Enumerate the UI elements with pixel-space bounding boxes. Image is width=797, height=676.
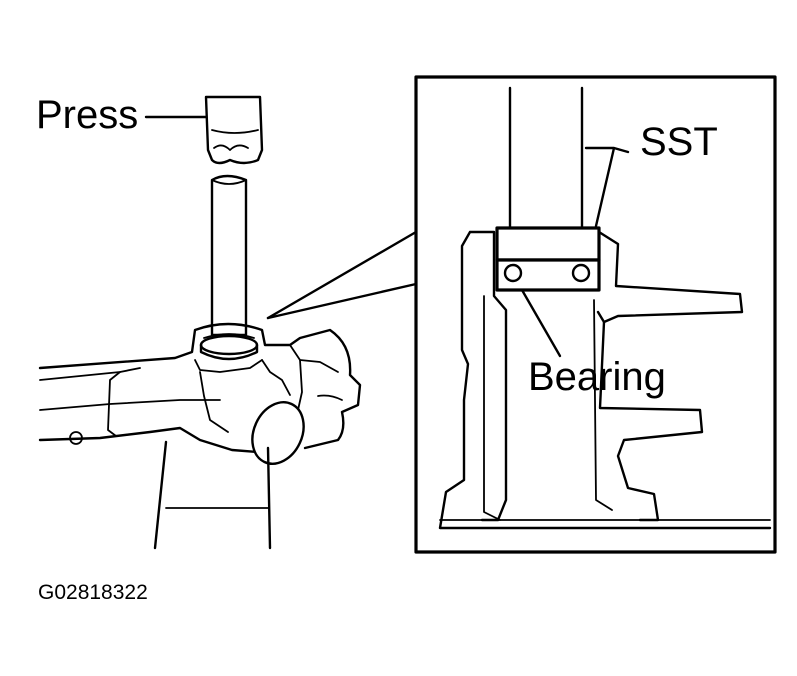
detail-inset	[414, 75, 777, 554]
sst-rod-left	[210, 174, 248, 337]
side-boss	[251, 401, 305, 465]
callout-line-top	[266, 230, 418, 320]
sst-leader-line	[584, 146, 630, 228]
press-ram	[204, 95, 264, 165]
inset-frame	[414, 75, 777, 554]
sst-cap	[495, 226, 601, 262]
press-assembly	[38, 95, 418, 550]
press-label: Press	[36, 93, 139, 137]
callout-line-bottom	[266, 282, 418, 320]
sst-label: SST	[640, 120, 718, 164]
support-block	[153, 440, 168, 550]
bearing-collar	[199, 334, 259, 356]
bearing-leader-line	[520, 288, 562, 358]
bearing-label: Bearing	[528, 355, 666, 399]
figure-code: G02818322	[38, 581, 148, 604]
gear-housing	[38, 322, 362, 450]
